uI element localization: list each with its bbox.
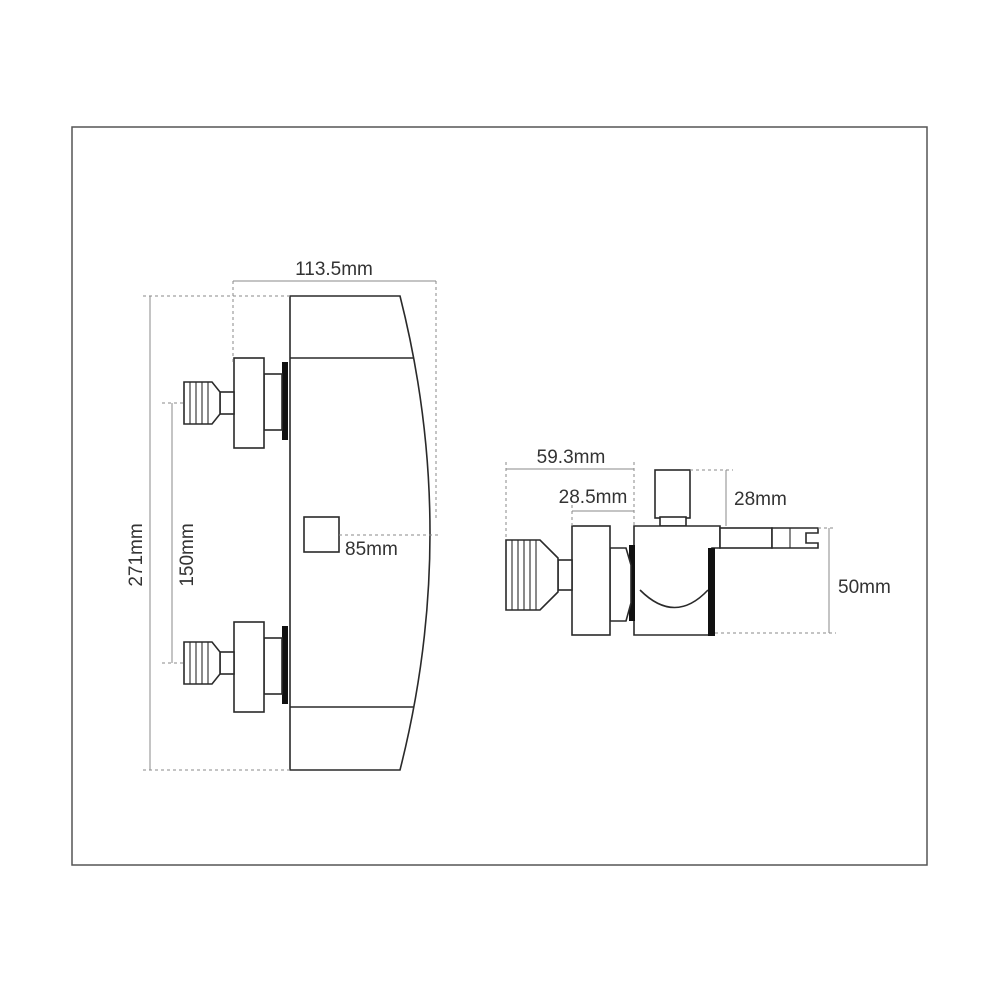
upper-inlet-nut xyxy=(263,373,283,431)
lower-inlet-flange xyxy=(233,621,265,713)
lower-inlet-black-plate xyxy=(282,626,288,704)
body-height-label: 50mm xyxy=(838,577,891,598)
dimension-control: 85mm xyxy=(339,534,440,560)
lower-inlet-neck xyxy=(219,651,235,675)
control-label: 85mm xyxy=(345,539,398,560)
upper-inlet-neck xyxy=(219,391,235,415)
front-body-outline xyxy=(289,295,431,771)
side-view: 59.3mm 28.5mm 28mm 50mm xyxy=(505,447,891,636)
side-flange xyxy=(571,525,611,636)
side-body-outline xyxy=(633,525,721,636)
side-body-curve xyxy=(639,589,709,609)
front-upper-inlet xyxy=(183,357,288,449)
side-knob xyxy=(654,469,691,519)
dimension-body-depth: 28.5mm xyxy=(559,487,634,526)
front-view: 113.5mm 271mm 150mm 85mm xyxy=(126,259,440,771)
height-label: 271mm xyxy=(126,523,147,586)
side-neck xyxy=(557,559,573,591)
side-hex-nut xyxy=(609,547,632,622)
upper-inlet-flange xyxy=(233,357,265,449)
front-lower-inlet xyxy=(183,621,288,713)
lower-inlet-nut xyxy=(263,637,283,695)
dimension-depth: 59.3mm xyxy=(505,447,635,540)
side-gasket xyxy=(629,545,635,621)
dimension-width: 113.5mm xyxy=(232,259,437,520)
side-thread xyxy=(505,539,559,611)
side-knob-collar xyxy=(659,516,687,527)
side-spout-arm xyxy=(719,527,773,549)
body-depth-label: 28.5mm xyxy=(559,487,628,508)
dimension-knob: 28mm xyxy=(690,469,787,526)
dimension-inlet-spacing: 150mm xyxy=(162,402,198,664)
dimension-body-height: 50mm xyxy=(715,527,891,634)
drawing-frame xyxy=(71,126,928,866)
side-body-black-edge xyxy=(708,548,715,636)
dimension-height: 271mm xyxy=(126,295,290,771)
inlet-spacing-label: 150mm xyxy=(177,523,198,586)
width-label: 113.5mm xyxy=(295,259,373,280)
depth-label: 59.3mm xyxy=(537,447,606,468)
knob-label: 28mm xyxy=(734,489,787,510)
front-control-square xyxy=(303,516,340,553)
side-spout-clip xyxy=(771,527,819,549)
upper-inlet-black-plate xyxy=(282,362,288,440)
